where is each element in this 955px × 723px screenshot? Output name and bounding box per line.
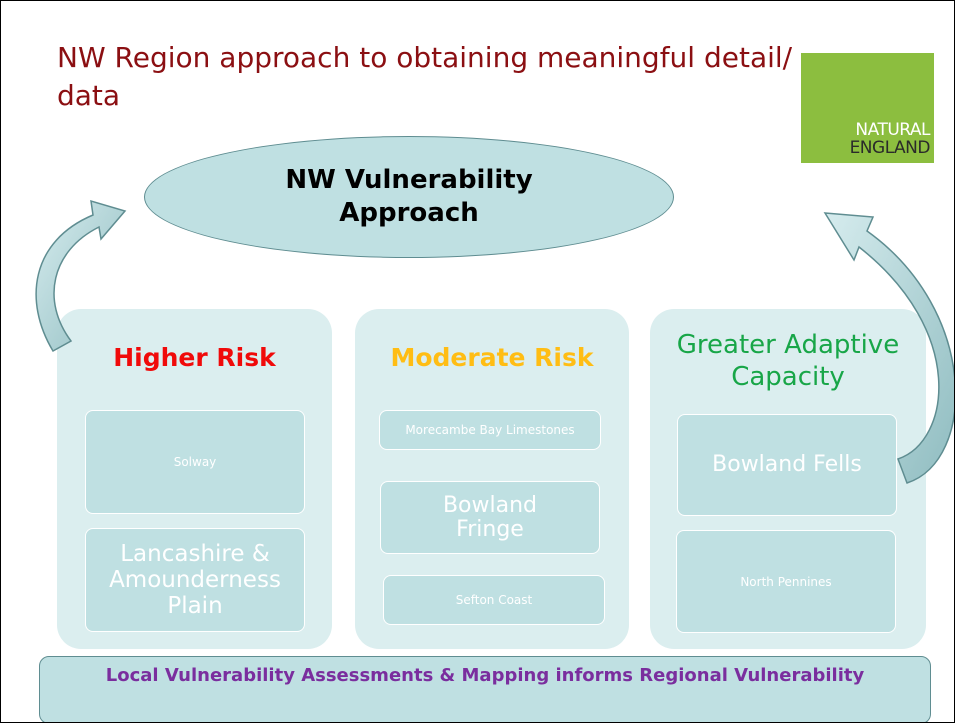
slide-title: NW Region approach to obtaining meaningf… — [57, 41, 793, 112]
left-curved-arrow — [35, 199, 127, 353]
heading-moderate-risk: Moderate Risk — [390, 343, 594, 372]
area-label: Bowland Fells — [712, 452, 862, 477]
area-box-bowland-fringe: Bowland Fringe — [380, 481, 600, 554]
area-label: Solway — [173, 455, 217, 469]
logo-line-2: ENGLAND — [849, 138, 931, 158]
central-node: NW Vulnerability Approach — [144, 136, 674, 258]
area-label: Bowland Fringe — [442, 492, 538, 542]
area-label: Sefton Coast — [455, 593, 533, 607]
logo-line-1: NATURAL — [855, 120, 930, 140]
area-box-north-pennines: North Pennines — [676, 530, 896, 633]
area-box-lancashire-amounderness: Lancashire & Amounderness Plain — [85, 528, 305, 632]
area-box-bowland-fells: Bowland Fells — [677, 414, 897, 516]
right-curved-arrow — [823, 212, 954, 484]
central-node-line-2: Approach — [339, 198, 479, 228]
area-label: Lancashire & Amounderness Plain — [109, 541, 281, 619]
area-label: North Pennines — [740, 574, 832, 589]
heading-greater-adaptive-capacity: Greater Adaptive Capacity — [676, 330, 900, 392]
natural-england-logo: NATURAL ENGLAND — [801, 53, 934, 163]
area-box-morecambe-bay-limestones: Morecambe Bay Limestones — [379, 410, 601, 450]
heading-higher-risk: Higher Risk — [113, 343, 276, 372]
area-box-solway: Solway — [85, 410, 305, 514]
footer-banner: Local Vulnerability Assessments & Mappin… — [39, 656, 931, 722]
area-box-sefton-coast: Sefton Coast — [383, 575, 605, 625]
area-label: Morecambe Bay Limestones — [405, 423, 575, 437]
central-node-line-1: NW Vulnerability — [285, 165, 533, 195]
